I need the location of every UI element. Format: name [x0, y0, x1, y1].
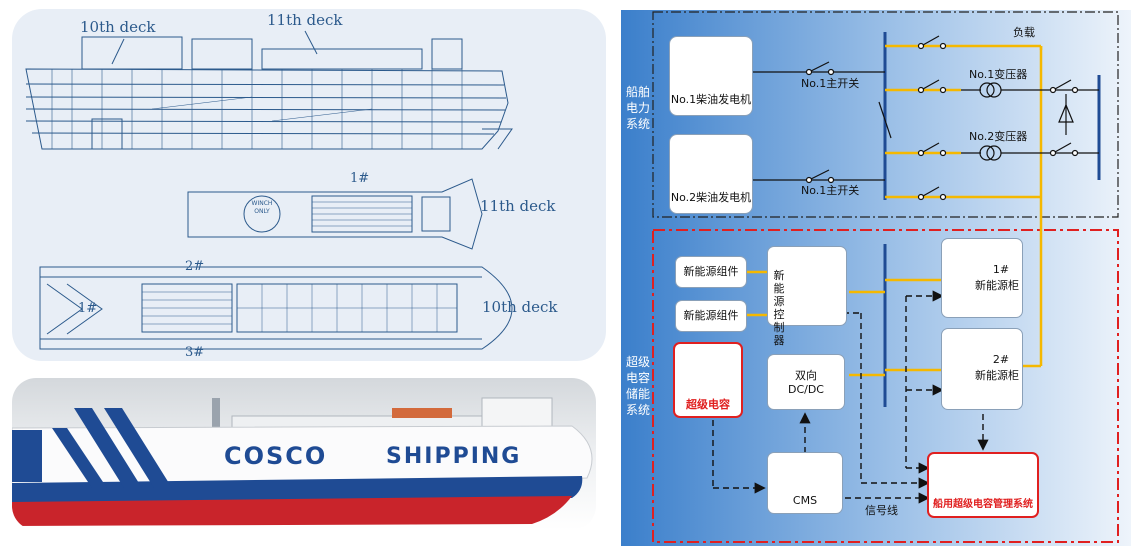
cabinet-1-number: 1#	[992, 263, 1010, 276]
management-system-box: 船用超级电容管理系统	[927, 452, 1039, 518]
winch-marking: WINCH ONLY	[251, 200, 273, 215]
dcdc-line-1: 双向	[795, 369, 817, 382]
transformer-1-label: No.1变压器	[969, 68, 1028, 81]
supercapacitor-label: 超级电容	[686, 398, 730, 411]
load-label: 负载	[1013, 26, 1035, 39]
cabinet-2-number: 2#	[992, 353, 1010, 366]
hold-label-1-upper: 1#	[350, 171, 370, 186]
hull-text-cosco: COSCO	[224, 442, 328, 470]
system-diagram: 船舶电力系统 超级电容储能系统 负载 No.1柴油发电机 No.2柴油发电机 N…	[621, 10, 1131, 546]
deck-11-plan-drawing	[187, 178, 483, 250]
label-10th-deck-plan: 10th deck	[482, 298, 558, 316]
hold-label-3: 3#	[185, 345, 205, 360]
main-switch-1-label: No.1主开关	[801, 77, 860, 90]
cms-box: CMS	[767, 452, 843, 514]
label-11th-deck-plan: 11th deck	[480, 197, 556, 215]
generator-2-label: No.2柴油发电机	[670, 191, 752, 204]
ship-photo-panel: COSCO SHIPPING	[12, 378, 596, 530]
section-label-storage: 超级电容储能系统	[625, 355, 650, 417]
hull-text-shipping: SHIPPING	[386, 444, 522, 469]
generator-1-box: No.1柴油发电机	[669, 36, 753, 116]
cabinet-1-box: 1# 新能源柜	[941, 238, 1023, 318]
cabinet-2-box: 2# 新能源柜	[941, 328, 1023, 410]
power-lines	[747, 44, 1043, 377]
blueprint-panel: 10th deck 11th deck 11th deck 10th deck …	[12, 9, 606, 361]
new-energy-module-2: 新能源组件	[675, 300, 747, 332]
hold-label-2: 2#	[185, 259, 205, 274]
main-switch-2-label: No.1主开关	[801, 184, 860, 197]
new-energy-module-1: 新能源组件	[675, 256, 747, 288]
controller-box: 新能源控制器	[767, 246, 847, 347]
signal-lines	[712, 290, 989, 504]
storage-system-border	[652, 229, 1119, 543]
management-system-label: 船用超级电容管理系统	[933, 499, 1033, 510]
label-10th-deck-elevation: 10th deck	[80, 18, 156, 36]
ship-hull-illustration	[12, 397, 593, 526]
deck-10-plan-drawing	[39, 266, 513, 350]
cms-label: CMS	[792, 494, 818, 507]
transformer-symbols	[961, 79, 1099, 161]
dcdc-line-2: DC/DC	[787, 383, 824, 396]
power-system-border	[652, 11, 1119, 218]
ship-drawings	[25, 30, 513, 350]
supercapacitor-box: 超级电容	[673, 342, 743, 418]
controller-label: 新能源控制器	[773, 269, 785, 347]
generator-2-box: No.2柴油发电机	[669, 134, 753, 214]
dcdc-converter-box: 双向 DC/DC	[767, 354, 845, 410]
cabinet-1-name: 新能源柜	[975, 279, 1019, 292]
label-11th-deck-elevation: 11th deck	[267, 11, 343, 29]
generator-1-label: No.1柴油发电机	[670, 93, 752, 106]
cabinet-2-name: 新能源柜	[975, 369, 1019, 382]
section-label-power: 船舶电力系统	[625, 85, 650, 131]
side-elevation-drawing	[25, 36, 513, 150]
signal-line-label: 信号线	[865, 504, 898, 517]
hold-label-1-lower: 1#	[78, 301, 98, 316]
transformer-2-label: No.2变压器	[969, 130, 1028, 143]
